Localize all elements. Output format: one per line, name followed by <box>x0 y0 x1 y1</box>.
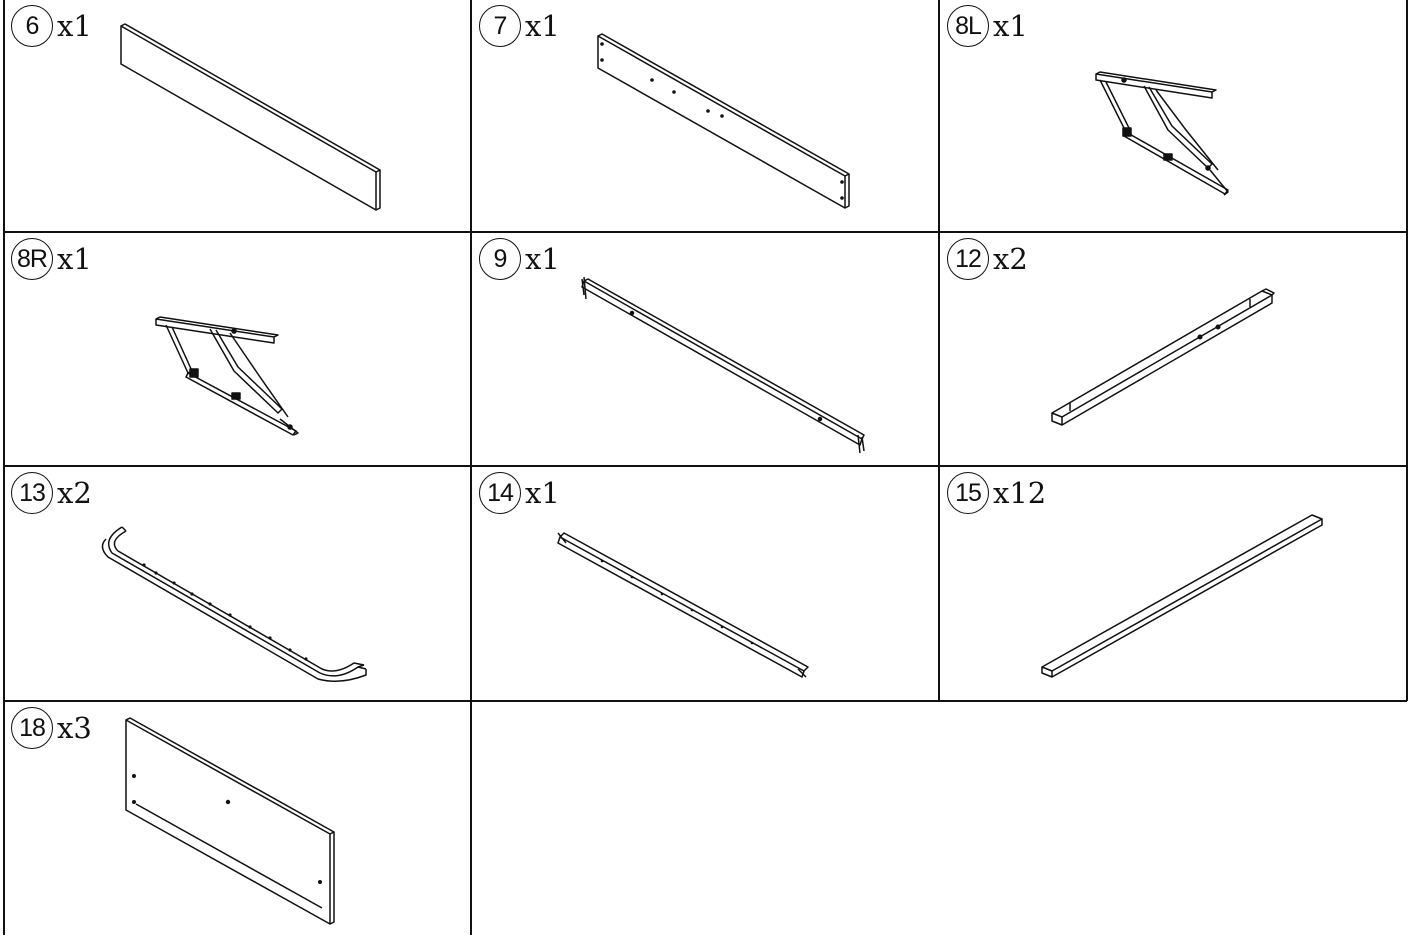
part-quantity: x3 <box>57 711 92 745</box>
part-number-badge: 6 <box>11 5 53 47</box>
part-cell: 12 x2 <box>940 233 1408 467</box>
part-label: 18 x3 <box>11 706 92 750</box>
drilled-panel-icon <box>125 717 335 925</box>
right-lift-mechanism-icon <box>155 316 299 436</box>
drilled-rail-icon <box>597 33 850 209</box>
part-cell: 7 x1 <box>472 0 940 234</box>
angle-iron-rail-icon <box>581 276 865 454</box>
part-label: 13 x2 <box>11 471 92 515</box>
grid-line <box>3 231 1407 233</box>
part-cell: 18 x3 <box>4 702 472 936</box>
part-quantity: x12 <box>993 476 1047 510</box>
part-quantity: x1 <box>525 242 560 276</box>
part-quantity: x1 <box>57 242 92 276</box>
part-cell: 9 x1 <box>472 233 940 467</box>
part-cell: 13 x2 <box>4 467 472 701</box>
part-label: 8R x1 <box>11 237 92 281</box>
part-number-badge: 7 <box>479 5 521 47</box>
grid-line <box>3 465 1407 467</box>
wooden-slat-icon <box>1041 514 1323 678</box>
part-cell: 15 x12 <box>940 467 1408 701</box>
part-label: 7 x1 <box>479 4 560 48</box>
part-quantity: x1 <box>57 9 92 43</box>
part-quantity: x2 <box>57 476 92 510</box>
part-label: 12 x2 <box>947 237 1028 281</box>
part-cell: 14 x1 <box>472 467 940 701</box>
grid-line <box>1406 0 1408 701</box>
grid-line <box>470 0 472 935</box>
part-label: 6 x1 <box>11 4 92 48</box>
curved-support-bar-icon <box>101 526 367 682</box>
grid-line <box>3 700 1407 702</box>
part-quantity: x1 <box>525 9 560 43</box>
part-number-badge: 9 <box>479 238 521 280</box>
panel-board-icon <box>120 23 381 211</box>
part-number-badge: 18 <box>11 707 53 749</box>
grid-line <box>3 0 5 935</box>
square-tube-bar-icon <box>1051 288 1275 426</box>
grid-line <box>938 0 940 701</box>
part-number-badge: 12 <box>947 238 989 280</box>
part-label: 8L x1 <box>947 4 1028 48</box>
part-label: 14 x1 <box>479 471 560 515</box>
part-number-badge: 15 <box>947 472 989 514</box>
angle-iron-rail-icon <box>557 532 809 678</box>
part-label: 9 x1 <box>479 237 560 281</box>
part-number-badge: 8L <box>947 5 989 47</box>
left-lift-mechanism-icon <box>1095 71 1229 196</box>
part-quantity: x1 <box>993 9 1028 43</box>
part-quantity: x2 <box>993 242 1028 276</box>
part-quantity: x1 <box>525 476 560 510</box>
part-cell: 8L x1 <box>940 0 1408 234</box>
part-cell: 6 x1 <box>4 0 472 234</box>
part-cell: 8R x1 <box>4 233 472 467</box>
part-label: 15 x12 <box>947 471 1046 515</box>
part-number-badge: 14 <box>479 472 521 514</box>
part-number-badge: 8R <box>11 238 53 280</box>
part-number-badge: 13 <box>11 472 53 514</box>
